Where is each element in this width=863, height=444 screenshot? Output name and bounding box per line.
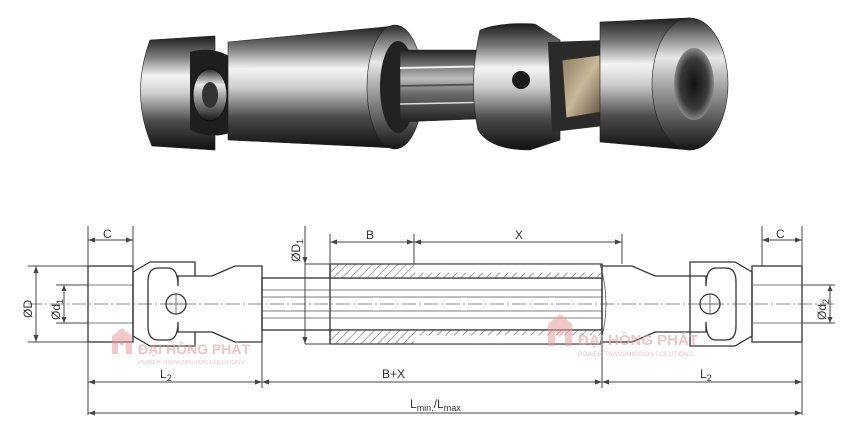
- dim-b: B: [366, 228, 374, 242]
- dim-l2-right: L2: [700, 367, 712, 383]
- right-inner-yoke: [602, 265, 691, 343]
- technical-drawing: C C B X ØD Ød1 ØD1: [21, 226, 835, 416]
- dim-d1-top: ØD1: [289, 239, 305, 262]
- dim-c-left: C: [103, 227, 112, 241]
- dim-d1-left: Ød1: [49, 299, 65, 320]
- brand-logo-icon: [112, 328, 132, 354]
- right-hub: [751, 265, 803, 343]
- dim-d-outer: ØD: [21, 300, 35, 318]
- dim-l2-left: L2: [160, 367, 172, 383]
- watermark-left: ĐẠI HỒNG PHÁT POWER TRANSMISSION SOLUTIO…: [112, 328, 250, 366]
- watermark-tagline: POWER TRANSMISSION SOLUTIONS: [578, 351, 694, 358]
- dim-l-min-max: Lmin./Lmax: [410, 397, 461, 413]
- watermark-right: ĐẠI HỒNG PHÁT POWER TRANSMISSION SOLUTIO…: [548, 314, 698, 358]
- right-yoke: [689, 261, 753, 347]
- watermark-brand: ĐẠI HỒNG PHÁT: [578, 331, 698, 349]
- dim-x: X: [515, 228, 523, 242]
- product-render: [140, 17, 729, 151]
- watermark-brand: ĐẠI HỒNG PHÁT: [138, 340, 250, 357]
- watermark-tagline: POWER TRANSMISSION SOLUTIONS: [138, 360, 244, 366]
- dim-c-right: C: [776, 227, 785, 241]
- brand-logo-icon: [548, 314, 572, 346]
- dim-d2-right: Ød2: [815, 299, 831, 320]
- dim-bx: B+X: [382, 367, 405, 381]
- left-yoke: [132, 261, 196, 347]
